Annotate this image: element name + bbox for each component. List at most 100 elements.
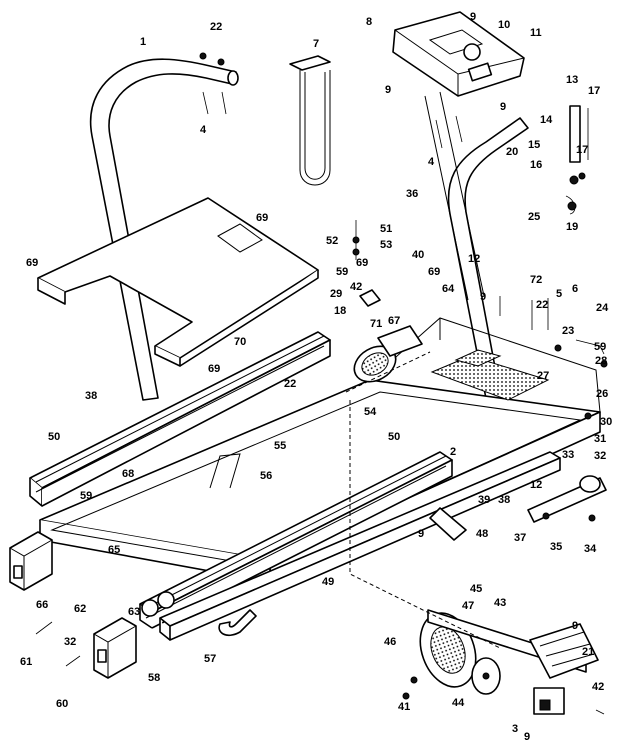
callout-5: 5 xyxy=(556,288,562,300)
callout-59: 59 xyxy=(594,341,606,353)
callout-71: 71 xyxy=(370,318,382,330)
callout-45: 45 xyxy=(470,583,482,595)
callout-69: 69 xyxy=(26,257,38,269)
left-rear-endcap xyxy=(9,531,53,591)
callout-32: 32 xyxy=(64,636,76,648)
callout-15: 15 xyxy=(528,139,540,151)
callout-36: 36 xyxy=(406,188,418,200)
callout-9: 9 xyxy=(470,11,476,23)
callout-9: 9 xyxy=(385,84,391,96)
callout-26: 26 xyxy=(596,388,608,400)
callout-1: 1 xyxy=(140,36,146,48)
callout-60: 60 xyxy=(56,698,68,710)
callout-43: 43 xyxy=(494,597,506,609)
callout-54: 54 xyxy=(364,406,377,418)
callout-9: 9 xyxy=(524,731,530,743)
callout-69: 69 xyxy=(208,363,220,375)
callout-40: 40 xyxy=(412,249,424,261)
callout-67: 67 xyxy=(388,315,400,327)
callout-63: 63 xyxy=(128,606,140,618)
callout-8: 8 xyxy=(366,16,372,28)
callout-19: 19 xyxy=(566,221,578,233)
callout-65: 65 xyxy=(108,544,120,556)
callout-59: 59 xyxy=(80,490,92,502)
callout-53: 53 xyxy=(380,239,392,251)
callout-52: 52 xyxy=(326,235,338,247)
callout-34: 34 xyxy=(584,543,597,555)
callout-28: 28 xyxy=(595,355,607,367)
callout-46: 46 xyxy=(384,636,396,648)
callout-69: 69 xyxy=(256,212,268,224)
callout-48: 48 xyxy=(476,528,488,540)
callout-42: 42 xyxy=(350,281,362,293)
callout-11: 11 xyxy=(530,27,542,39)
callout-9: 9 xyxy=(572,620,578,632)
callout-4: 4 xyxy=(428,156,435,168)
callout-labels: 1 2 3 4 4 5 6 7 8 9 9 9 9 9 9 9 10 11 12… xyxy=(20,11,612,743)
left-handrail-upright xyxy=(89,58,239,401)
callout-22: 22 xyxy=(284,378,296,390)
callout-42: 42 xyxy=(592,681,604,693)
callout-24: 24 xyxy=(596,302,609,314)
frame-side-pulley xyxy=(527,475,607,523)
callout-55: 55 xyxy=(274,440,286,452)
callout-66: 66 xyxy=(36,599,48,611)
callout-27: 27 xyxy=(537,370,549,382)
callout-9: 9 xyxy=(418,528,424,540)
left-side-rail xyxy=(29,331,331,507)
callout-18: 18 xyxy=(334,305,346,317)
callout-12: 12 xyxy=(468,253,480,265)
callout-59: 59 xyxy=(336,266,348,278)
front-drive-roller xyxy=(353,325,423,383)
callout-39: 39 xyxy=(478,494,490,506)
callout-61: 61 xyxy=(20,656,32,668)
foot-rail-loop xyxy=(289,55,331,186)
callout-68: 68 xyxy=(122,468,134,480)
callout-21: 21 xyxy=(582,646,594,658)
callout-37: 37 xyxy=(514,532,526,544)
right-side-rail xyxy=(139,451,561,641)
callout-6: 6 xyxy=(572,283,578,295)
callout-12: 12 xyxy=(530,479,542,491)
callout-13: 13 xyxy=(566,74,578,86)
callout-50: 50 xyxy=(388,431,400,443)
callout-64: 64 xyxy=(442,283,455,295)
callout-50: 50 xyxy=(48,431,60,443)
callout-57: 57 xyxy=(204,653,216,665)
callout-29: 29 xyxy=(330,288,342,300)
callout-2: 2 xyxy=(450,446,456,458)
pulley-motor-assembly xyxy=(419,609,599,715)
callout-41: 41 xyxy=(398,701,410,713)
callout-25: 25 xyxy=(528,211,540,223)
callout-72: 72 xyxy=(530,274,542,286)
callout-3: 3 xyxy=(512,723,518,735)
callout-17: 17 xyxy=(588,85,600,97)
callout-9: 9 xyxy=(500,101,506,113)
callout-70: 70 xyxy=(234,336,246,348)
callout-14: 14 xyxy=(540,114,553,126)
drive-belt-dashed-path xyxy=(345,351,501,649)
incline-bracket xyxy=(429,507,467,541)
callout-69: 69 xyxy=(428,266,440,278)
motor-hood-cover xyxy=(37,197,319,367)
callout-44: 44 xyxy=(452,697,465,709)
callout-49: 49 xyxy=(322,576,334,588)
callout-38: 38 xyxy=(498,494,510,506)
callout-7: 7 xyxy=(313,38,319,50)
callout-58: 58 xyxy=(148,672,160,684)
callout-38: 38 xyxy=(85,390,97,402)
callout-30: 30 xyxy=(600,416,612,428)
callout-20: 20 xyxy=(506,146,518,158)
callout-4: 4 xyxy=(200,124,207,136)
callout-47: 47 xyxy=(462,600,474,612)
callout-62: 62 xyxy=(74,603,86,615)
callout-31: 31 xyxy=(594,433,606,445)
rear-roller xyxy=(141,591,175,617)
console-assembly xyxy=(392,11,525,301)
support-leg xyxy=(218,609,257,637)
callout-22: 22 xyxy=(536,299,548,311)
callout-33: 33 xyxy=(562,449,574,461)
callout-35: 35 xyxy=(550,541,562,553)
callout-17: 17 xyxy=(576,144,588,156)
